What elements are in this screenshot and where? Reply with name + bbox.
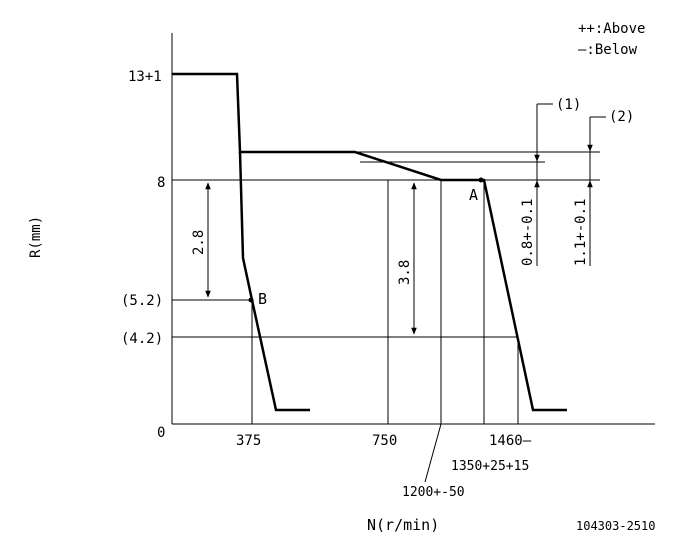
point-a-marker: [478, 177, 484, 183]
x-tick-1350: 1350+25+15: [451, 459, 529, 474]
governor-curve-idle: [238, 151, 310, 412]
y-tick-4-2: (4.2): [121, 331, 163, 347]
x-tick-1200: 1200+-50: [402, 485, 465, 500]
origin-label: 0: [157, 425, 165, 441]
y-tick-13: 13+1: [128, 69, 162, 85]
x-tick-375: 375: [236, 433, 261, 449]
note-1-label: (1): [556, 97, 581, 113]
x-axis-title: N(r/min): [367, 516, 439, 534]
note-2-label: (2): [609, 109, 634, 125]
point-b-label: B: [258, 290, 267, 308]
y-tick-8: 8: [157, 175, 165, 191]
drawing-code: 104303-2510: [576, 519, 655, 533]
point-a-label: A: [469, 186, 478, 204]
legend-below: —:Below: [578, 42, 638, 58]
point-b-marker: [248, 297, 254, 303]
y-axis-title: R(mm): [28, 216, 44, 258]
x-tick-750: 750: [372, 433, 397, 449]
dim-1-1-label: 1.1+-0.1: [573, 199, 589, 266]
x-tick-1460: 1460—: [489, 433, 532, 449]
dim-3-8-label: 3.8: [397, 260, 413, 285]
leader-1200: [424, 423, 442, 483]
dim-2-8-label: 2.8: [191, 230, 207, 255]
dim-0-8-label: 0.8+-0.1: [520, 199, 536, 266]
legend-above: ++:Above: [578, 21, 645, 37]
y-tick-5-2: (5.2): [121, 293, 163, 309]
governor-curve-main: [172, 72, 567, 412]
